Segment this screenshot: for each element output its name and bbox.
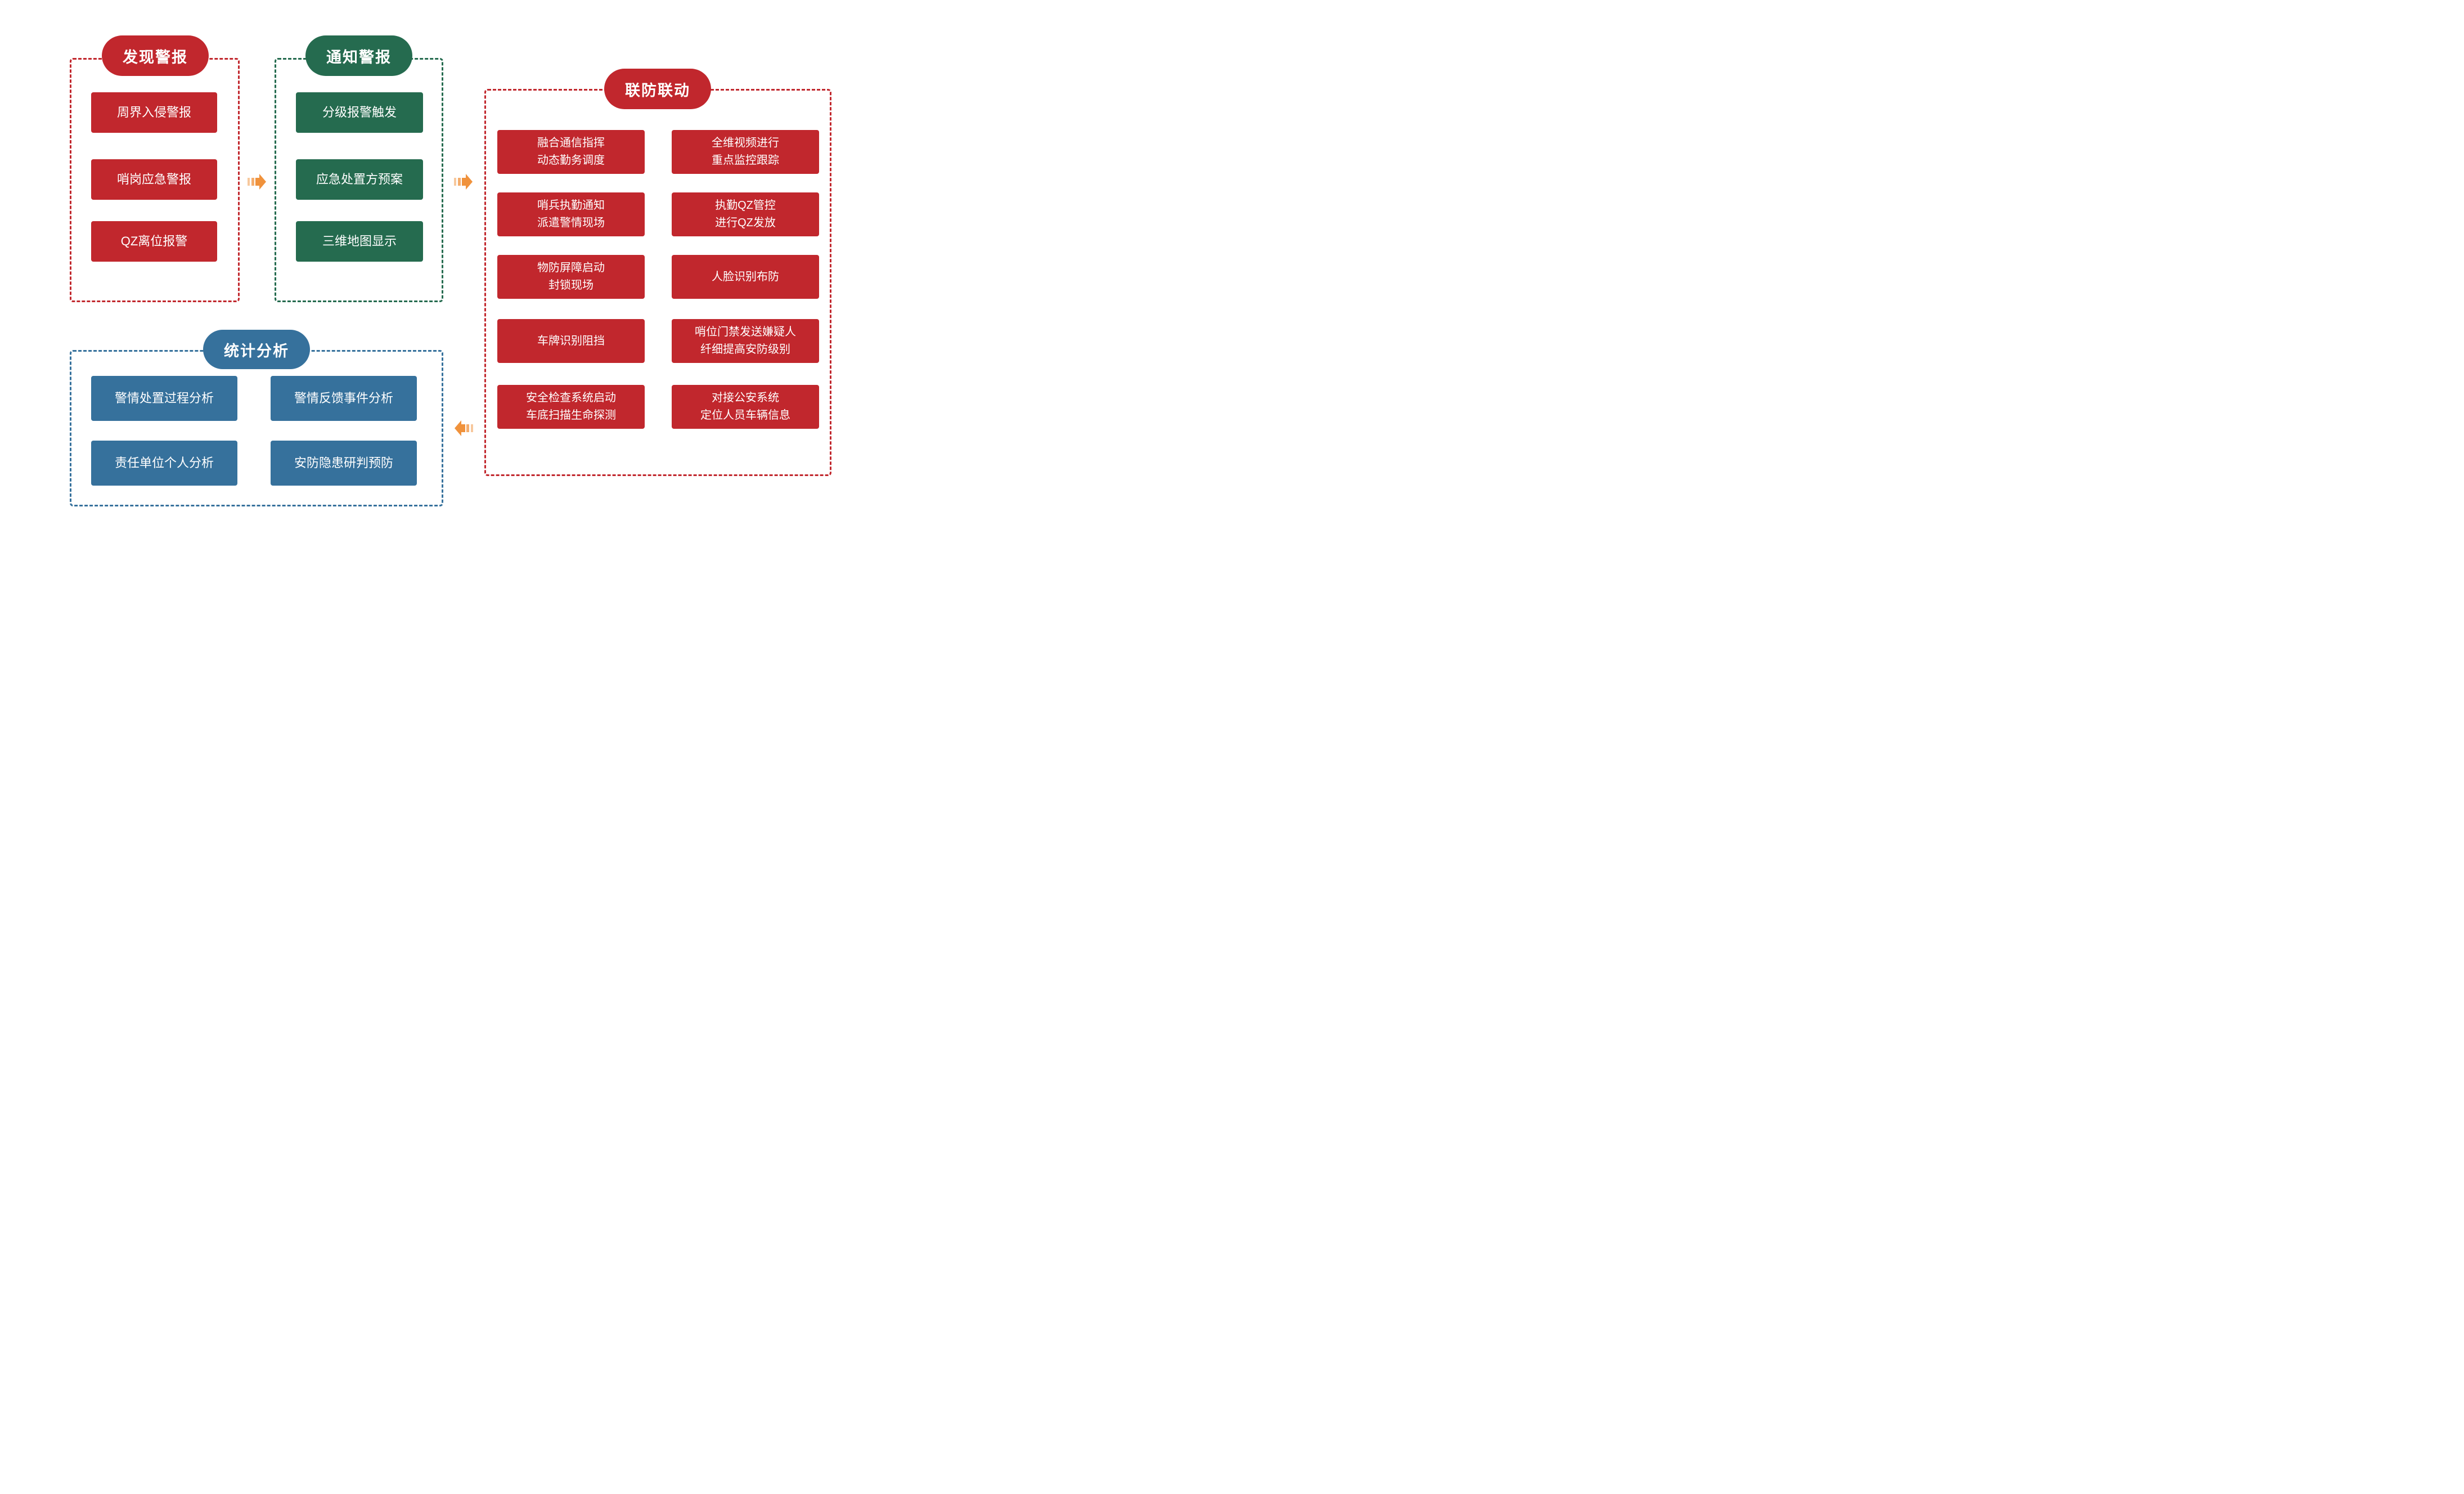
group-title: 发现警报 [123, 48, 188, 66]
group-title: 联防联动 [625, 82, 690, 99]
node-label: 分级报警触发 [322, 105, 397, 120]
group-discover-alarm-header: 发现警报 [102, 35, 209, 76]
node-label: 安全检查系统启动 车底扫描生命探测 [526, 392, 616, 421]
group-statistics-header: 统计分析 [203, 330, 310, 369]
node-alarm-handling-process-analysis: 警情处置过程分析 [91, 376, 237, 421]
node-emergency-response-plan: 应急处置方预案 [296, 159, 423, 200]
node-sentry-duty-notify: 哨兵执勤通知 派遣警情现场 [497, 192, 645, 236]
fast-rewind-arrow-icon [454, 420, 473, 437]
node-alarm-feedback-event-analysis: 警情反馈事件分析 [271, 376, 417, 421]
node-label: 执勤QZ管控 进行QZ发放 [715, 199, 776, 229]
node-sentry-emergency-alarm: 哨岗应急警报 [91, 159, 217, 200]
node-security-check-underbody-scan: 安全检查系统启动 车底扫描生命探测 [497, 385, 645, 429]
node-security-risk-prediction: 安防隐患研判预防 [271, 441, 417, 486]
node-label: 哨兵执勤通知 派遣警情现场 [537, 199, 605, 229]
node-plate-recognition-block: 车牌识别阻挡 [497, 319, 645, 363]
node-label: 警情处置过程分析 [114, 391, 214, 406]
node-label: 对接公安系统 定位人员车辆信息 [700, 392, 790, 421]
node-responsible-unit-person-analysis: 责任单位个人分析 [91, 441, 237, 486]
node-physical-barrier-lockdown: 物防屏障启动 封锁现场 [497, 255, 645, 299]
node-label: 人脸识别布防 [712, 270, 779, 283]
group-joint-defense-header: 联防联动 [604, 69, 711, 109]
node-3d-map-display: 三维地图显示 [296, 221, 423, 262]
diagram-canvas: 发现警报 周界入侵警报 哨岗应急警报 QZ离位报警 通知警报 分级报警触发 应急… [0, 0, 882, 535]
node-duty-qz-control: 执勤QZ管控 进行QZ发放 [672, 192, 819, 236]
node-label: 周界入侵警报 [116, 105, 191, 120]
node-label: 车牌识别阻挡 [537, 334, 605, 347]
node-label: 警情反馈事件分析 [294, 391, 393, 406]
node-qz-offsite-alarm: QZ离位报警 [91, 221, 217, 262]
node-label: 责任单位个人分析 [114, 456, 214, 470]
node-label: 全维视频进行 重点监控跟踪 [712, 137, 779, 167]
fast-forward-arrow-icon [248, 173, 267, 190]
node-perimeter-intrusion-alarm: 周界入侵警报 [91, 92, 217, 133]
group-title: 统计分析 [224, 342, 289, 360]
node-label: QZ离位报警 [120, 234, 188, 249]
node-label: 哨位门禁发送嫌疑人 纤细提高安防级别 [695, 326, 796, 356]
node-panoramic-video-tracking: 全维视频进行 重点监控跟踪 [672, 130, 819, 174]
node-police-system-integration: 对接公安系统 定位人员车辆信息 [672, 385, 819, 429]
group-notify-alarm-header: 通知警报 [305, 35, 412, 76]
node-face-recognition-deploy: 人脸识别布防 [672, 255, 819, 299]
group-title: 通知警报 [326, 48, 392, 66]
node-label: 三维地图显示 [322, 234, 397, 249]
node-sentry-access-suspect-alert: 哨位门禁发送嫌疑人 纤细提高安防级别 [672, 319, 819, 363]
node-graded-alarm-trigger: 分级报警触发 [296, 92, 423, 133]
node-label: 物防屏障启动 封锁现场 [537, 262, 605, 291]
node-label: 安防隐患研判预防 [294, 456, 393, 470]
node-label: 应急处置方预案 [316, 172, 403, 187]
node-fused-comms-dispatch: 融合通信指挥 动态勤务调度 [497, 130, 645, 174]
node-label: 融合通信指挥 动态勤务调度 [537, 137, 605, 167]
fast-forward-arrow-icon [454, 173, 473, 190]
node-label: 哨岗应急警报 [116, 172, 191, 187]
